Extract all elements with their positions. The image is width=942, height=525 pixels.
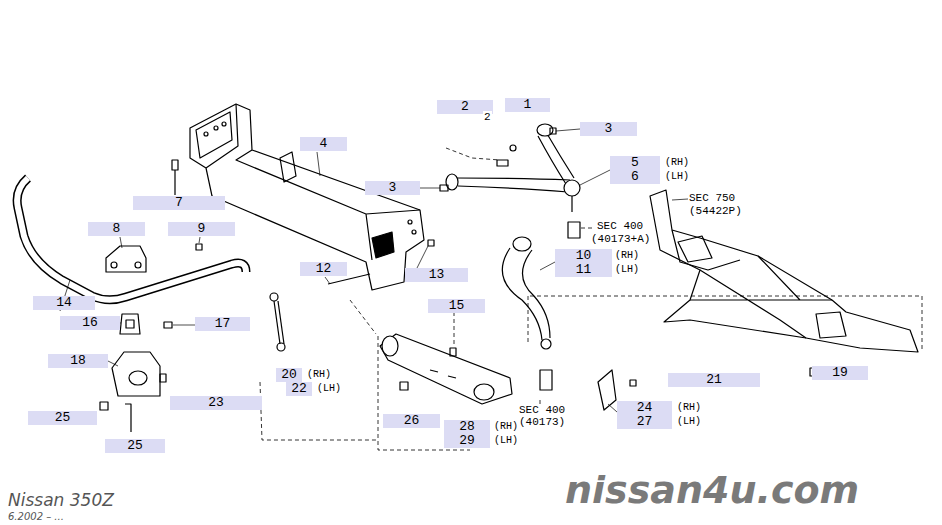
part-note: (40173+A)	[590, 233, 651, 245]
side-note: (RH)	[306, 369, 332, 380]
callout-number: 14	[33, 296, 95, 310]
callout-number: 15	[428, 299, 485, 313]
callout-number: 6	[610, 170, 660, 184]
part-note: (40173)	[518, 416, 566, 428]
part-note: 2	[483, 111, 492, 123]
part-note: SEC 400	[518, 404, 566, 416]
callout-number: 19	[812, 366, 868, 380]
callout-number: 20	[276, 368, 302, 382]
callout-number: 4	[300, 137, 347, 151]
callout-number: 10	[555, 249, 612, 263]
callout-number: 22	[286, 382, 312, 396]
callout-number: 25	[105, 439, 165, 453]
callout-number: 3	[365, 181, 420, 195]
part-note: (54422P)	[688, 205, 743, 217]
date-range: 6.2002 – ...	[8, 511, 64, 523]
callout-number: 16	[60, 316, 120, 330]
callout-number: 21	[668, 373, 760, 387]
callout-number: 29	[444, 434, 490, 448]
callout-number: 13	[405, 268, 468, 282]
callout-number: 23	[170, 396, 262, 410]
side-note: (LH)	[493, 435, 519, 446]
side-note: (LH)	[614, 264, 640, 275]
model-title: Nissan 350Z	[8, 490, 114, 510]
callout-number: 28	[444, 420, 490, 434]
callout-number: 7	[133, 196, 225, 210]
side-note: (RH)	[676, 402, 702, 413]
callout-number: 11	[555, 263, 612, 277]
callout-number: 5	[610, 156, 660, 170]
callout-number: 27	[617, 415, 672, 429]
side-note: (RH)	[493, 421, 519, 432]
callout-number: 8	[88, 222, 145, 236]
callout-number: 24	[617, 401, 672, 415]
side-note: (LH)	[664, 171, 690, 182]
callout-number: 25	[28, 411, 97, 425]
watermark: nissan4u.com	[565, 468, 859, 512]
side-note: (LH)	[316, 383, 342, 394]
side-note: (RH)	[614, 250, 640, 261]
part-note: SEC 400	[596, 220, 644, 232]
part-note: SEC 750	[688, 192, 736, 204]
callout-number: 3	[580, 122, 637, 136]
side-note: (RH)	[664, 157, 690, 168]
callout-number: 12	[300, 262, 347, 276]
callout-number: 26	[383, 414, 440, 428]
callout-number: 1	[505, 98, 550, 112]
callout-number: 9	[168, 222, 235, 236]
callout-number: 18	[48, 354, 108, 368]
side-note: (LH)	[676, 416, 702, 427]
callout-number: 17	[195, 317, 250, 331]
